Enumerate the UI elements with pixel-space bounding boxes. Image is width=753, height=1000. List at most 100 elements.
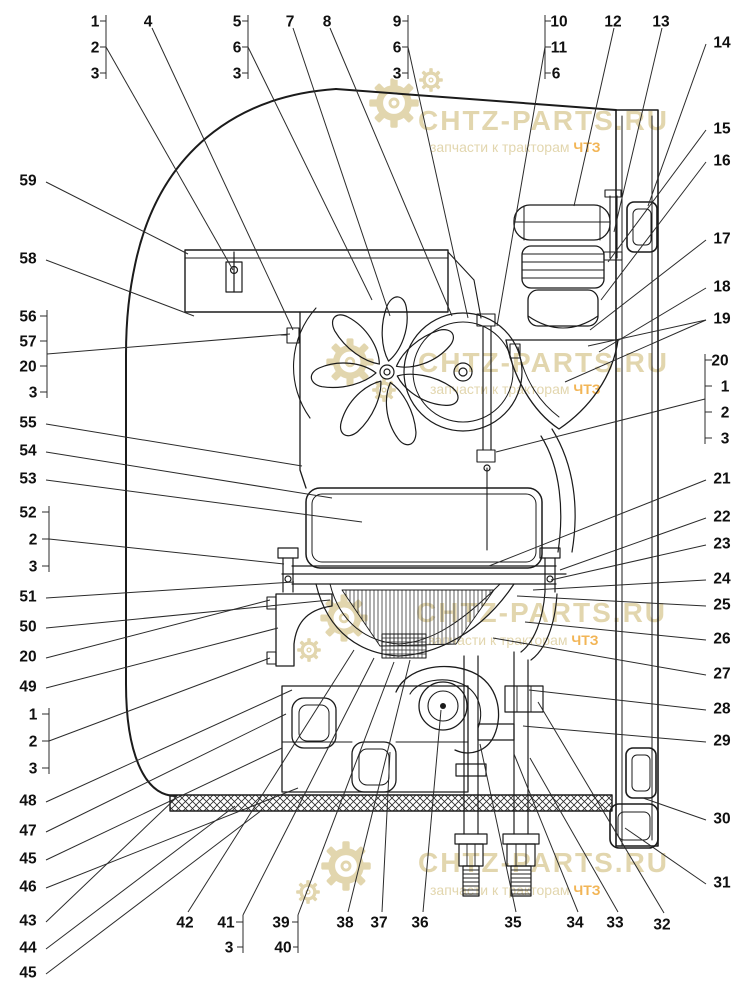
callout-top-4-label: 5 [233,13,242,30]
callout-left-4-label: 20 [19,358,36,375]
callout-left-3-label: 57 [19,333,36,350]
callout-top-0-label: 1 [91,13,100,30]
callout-bottom-4-label: 40 [274,939,291,956]
callout-bottom-9-label: 34 [566,914,584,931]
watermark-tagline: запчасти к тракторам ЧТЗ [428,632,599,648]
callout-left-13-label: 50 [19,618,36,635]
callout-right-11-label: 22 [713,508,730,525]
drain-valve-right [502,833,540,897]
callout-top-5-label: 6 [233,39,242,56]
callout-bottom-7-label: 36 [411,914,429,931]
callout-top-15-label: 12 [604,13,621,30]
callout-left-5-label: 3 [29,384,38,401]
callout-left-11-label: 3 [29,558,38,575]
callout-bottom-3-label: 39 [272,914,290,931]
mounting-bracket-bottom [625,747,657,799]
callout-left-7-label: 54 [19,442,37,459]
callout-bottom-5-label: 38 [336,914,354,931]
top-shelf [184,249,482,319]
bracket-housing [266,593,333,667]
callout-left-14-label: 20 [19,648,36,665]
cone-hatch [341,589,495,647]
leader-lines [40,15,712,975]
callout-left-22-label: 46 [19,878,37,895]
canister-stud [603,189,623,261]
callout-right-16-label: 27 [713,665,730,682]
fan-panel [280,311,307,489]
group-bracket [236,915,244,953]
burner-cone [315,583,515,659]
callout-top-13-label: 11 [551,39,568,56]
callout-right-3-label: 17 [713,230,730,247]
callout-top-12-label: 10 [550,13,567,30]
callout-right-13-label: 24 [713,570,731,587]
callout-top-1-label: 2 [91,39,100,56]
callout-left-16-label: 1 [29,706,38,723]
callout-right-5-label: 19 [713,310,731,327]
callout-right-15-label: 26 [713,630,731,647]
gear-icon [369,78,418,127]
fan-blade [396,373,459,406]
group-bracket [242,15,249,79]
watermark-brand: CHTZ-PARTS.RU [418,847,669,878]
gear-icon [295,636,323,664]
callout-bottom-2-label: 3 [225,939,234,956]
callout-left-19-label: 48 [19,792,37,809]
callout-left-9-label: 52 [19,504,36,521]
flange-clamp-left [277,547,299,593]
fan-blade [385,381,417,446]
callout-left-15-label: 49 [19,678,37,695]
frame-foot [609,803,659,849]
group-bracket [42,506,50,572]
machine-drawing [125,88,659,897]
cooling-fan [293,296,459,446]
group-bracket [42,708,50,774]
watermark-tagline: запчасти к тракторам ЧТЗ [430,381,601,397]
callout-bottom-8-label: 35 [504,914,522,931]
callout-bottom-6-label: 37 [370,914,387,931]
callout-top-6-label: 3 [233,65,242,82]
fan-shroud-arc [293,307,317,419]
callout-left-24-label: 44 [19,939,37,956]
manifold-block [281,685,469,793]
outer-housing [125,88,617,797]
fan-blade [331,314,380,365]
callout-top-9-label: 9 [393,13,402,30]
callout-right-14-label: 25 [713,596,731,613]
callout-left-10-label: 2 [29,531,38,548]
callout-right-12-label: 23 [713,535,731,552]
heater-canister [513,189,623,329]
callout-right-7-label: 1 [721,378,730,395]
group-bracket [402,15,409,79]
gear-icon [294,878,322,906]
callout-right-10-label: 21 [713,470,731,487]
drain-pipes [454,591,558,897]
group-bracket [292,915,299,953]
group-bracket [40,310,48,398]
heat-exchanger-tank [305,487,543,569]
mesh-screen [381,633,427,659]
callout-top-16-label: 13 [652,13,670,30]
callout-bottom-0-label: 42 [176,914,193,931]
flange-clamp-right [539,547,561,593]
callout-right-0-label: 14 [713,34,731,51]
watermark-brand: CHTZ-PARTS.RU [418,347,669,378]
group-bracket [100,15,107,79]
callout-right-19-label: 30 [713,810,730,827]
callout-top-3-label: 4 [144,13,153,30]
callout-left-1-label: 58 [19,250,37,267]
gear-icon [326,338,373,385]
callout-left-25-label: 45 [19,964,37,981]
callout-right-18-label: 29 [713,732,731,749]
callout-top-11-label: 3 [393,65,402,82]
callout-right-17-label: 28 [713,700,731,717]
callout-right-1-label: 15 [713,120,731,137]
callout-left-21-label: 45 [19,850,37,867]
callout-top-8-label: 8 [323,13,332,30]
drain-valve-left [454,833,488,897]
callout-left-12-label: 51 [19,588,37,605]
callout-left-18-label: 3 [29,760,38,777]
callout-left-6-label: 55 [19,414,37,431]
